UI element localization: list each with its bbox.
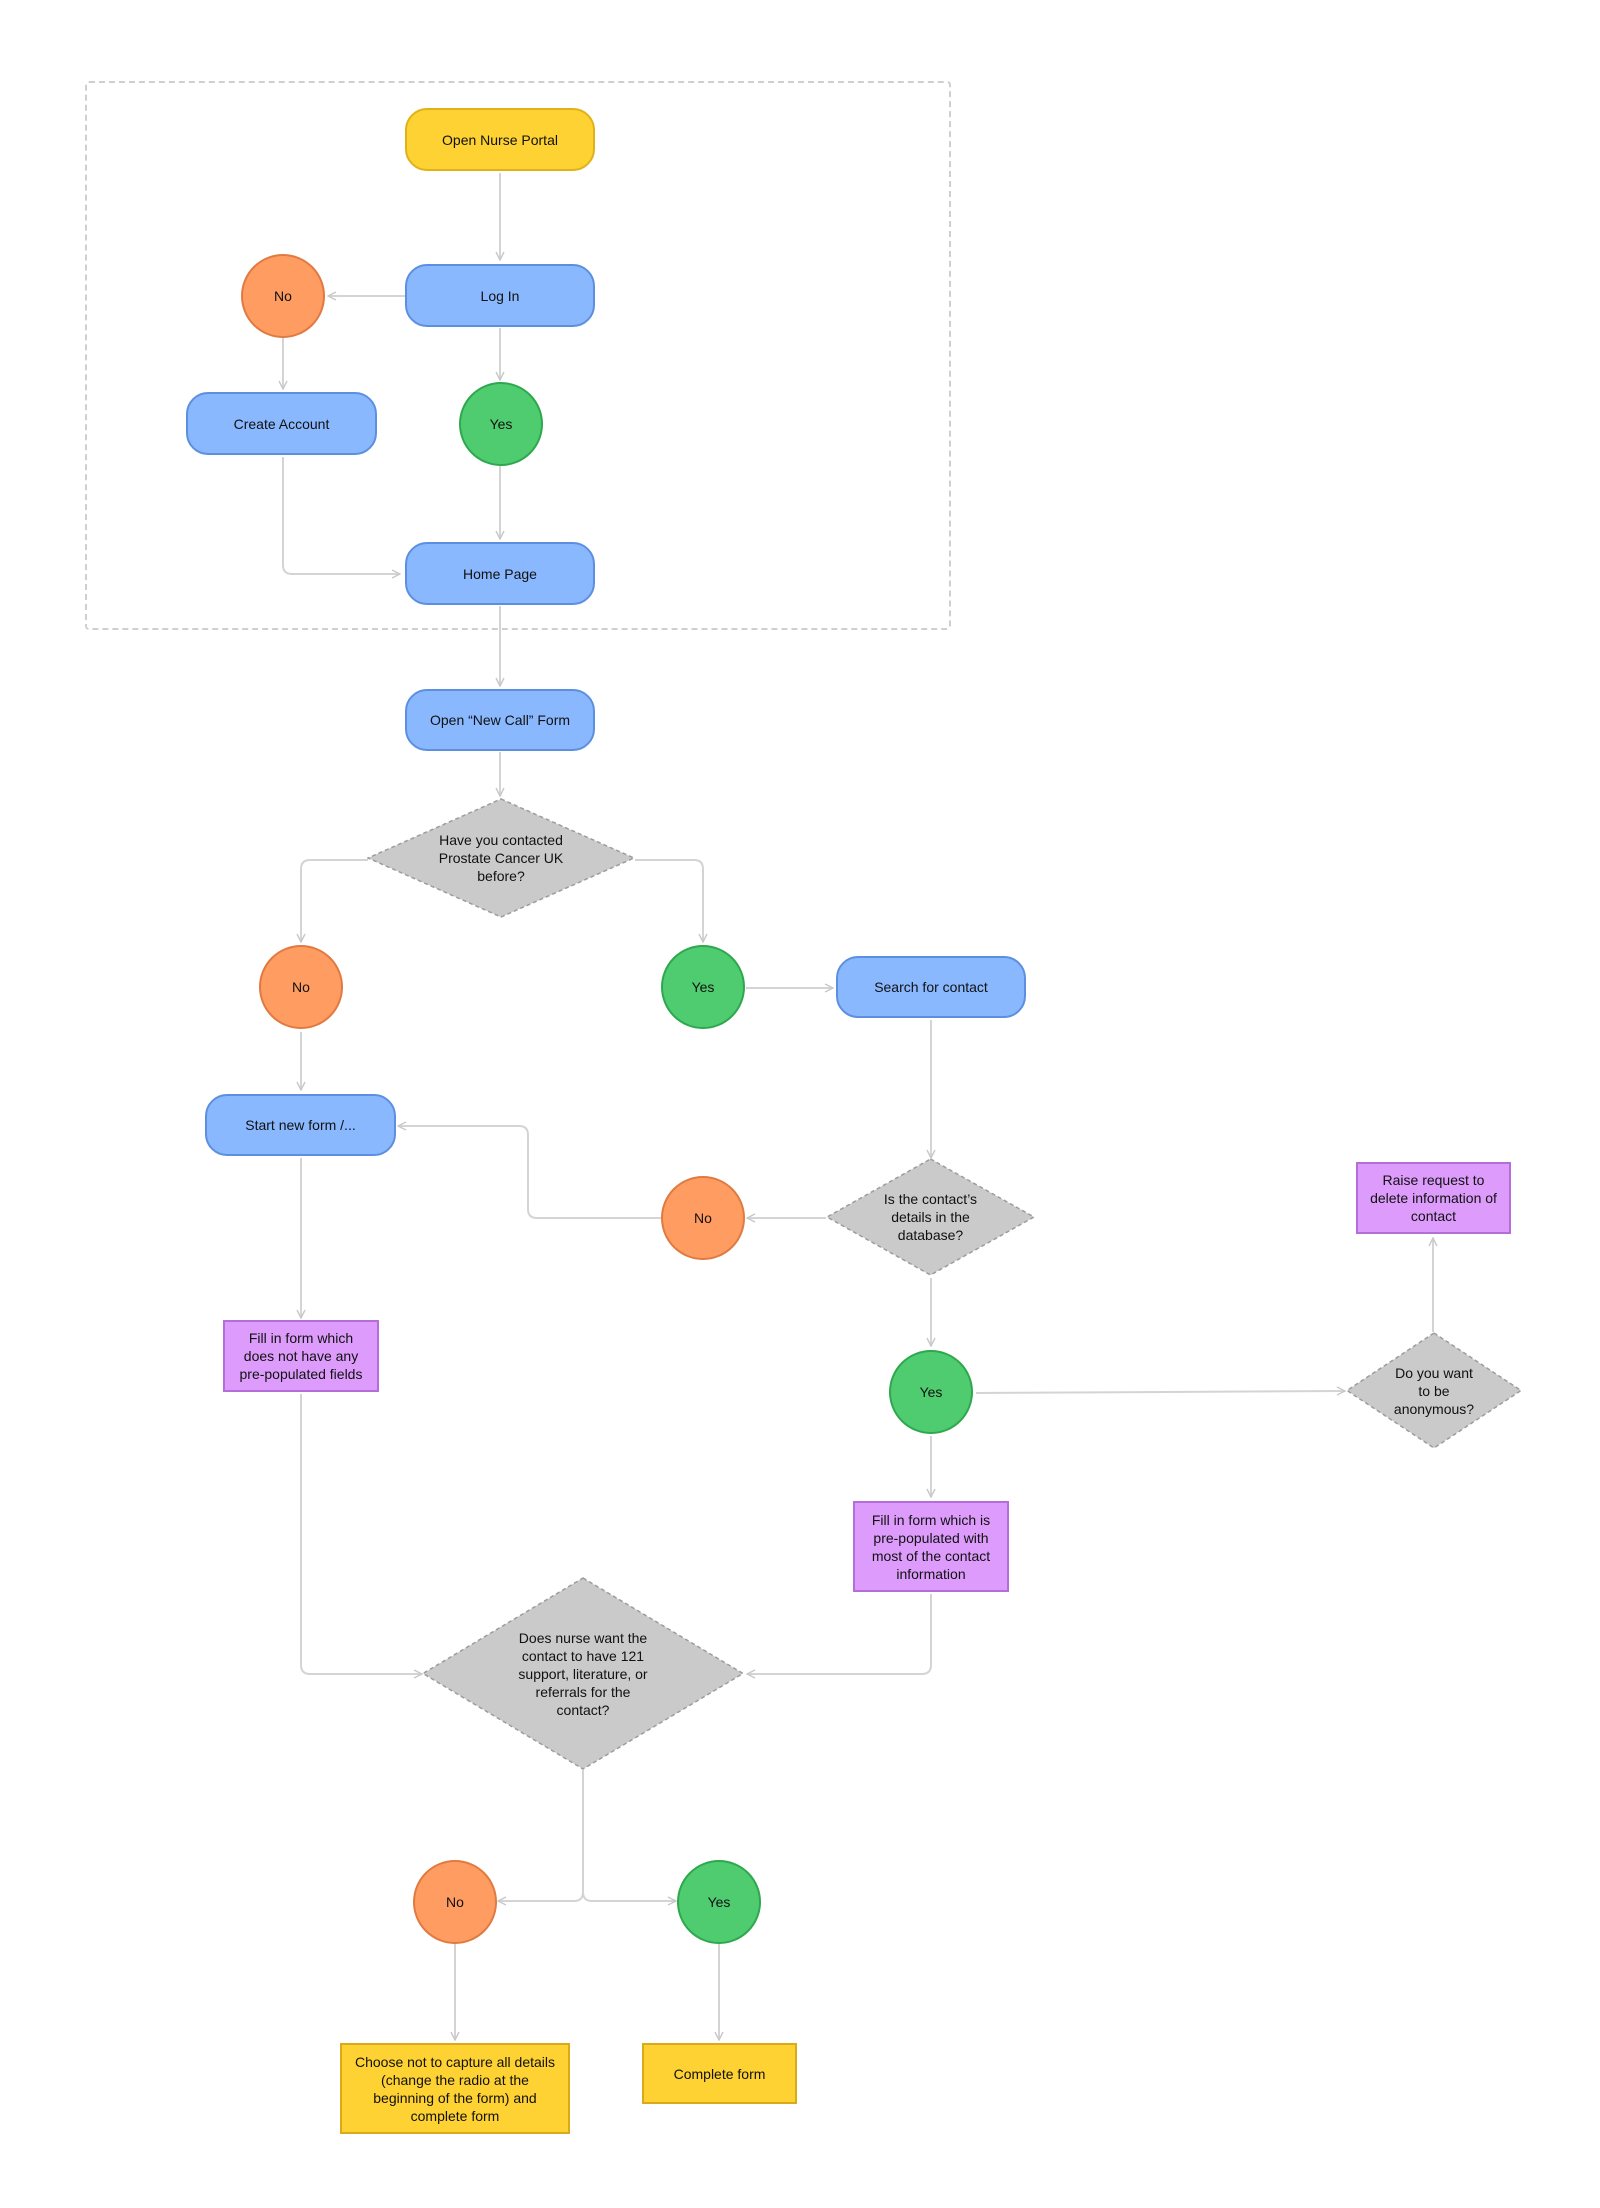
contacted-yes-node[interactable]: Yes xyxy=(661,945,745,1029)
create-account-label: Create Account xyxy=(233,415,330,432)
start-new-form-node[interactable]: Start new form /... xyxy=(205,1094,396,1156)
fill-prepopulated-form-label: Fill in form which is pre-populated with… xyxy=(871,1511,991,1582)
complete-form-node[interactable]: Complete form xyxy=(642,2043,797,2104)
home-page-label: Home Page xyxy=(463,565,537,582)
support-decision[interactable]: Does nurse want the contact to have 121 … xyxy=(422,1577,744,1770)
search-for-contact-label: Search for contact xyxy=(874,979,988,995)
edge-fill-support xyxy=(300,1394,422,1674)
choose-not-capture-node[interactable]: Choose not to capture all details (chang… xyxy=(340,2043,570,2134)
database-no-label: No xyxy=(694,1210,712,1226)
search-for-contact-node[interactable]: Search for contact xyxy=(836,956,1026,1018)
login-yes-label: Yes xyxy=(489,416,513,432)
open-nurse-portal-label: Open Nurse Portal xyxy=(442,131,558,148)
contacted-before-decision[interactable]: Have you contacted Prostate Cancer UK be… xyxy=(367,798,635,918)
open-nurse-portal-node[interactable]: Open Nurse Portal xyxy=(405,108,595,171)
database-yes-node[interactable]: Yes xyxy=(889,1350,973,1434)
login-yes-node[interactable]: Yes xyxy=(459,382,543,466)
create-account-node[interactable]: Create Account xyxy=(186,392,377,455)
login-no-label: No xyxy=(274,288,292,304)
fill-empty-form-node[interactable]: Fill in form which does not have any pre… xyxy=(223,1320,379,1392)
edge-support-yes xyxy=(582,1770,676,1901)
edge-no-startform-loop xyxy=(398,1126,662,1219)
log-in-node[interactable]: Log In xyxy=(405,264,595,327)
edge-support-no xyxy=(498,1770,584,1901)
edge-yes-anonymous xyxy=(975,1391,1345,1393)
anonymous-diamond-shape xyxy=(1346,1332,1522,1449)
raise-request-label: Raise request to delete information of c… xyxy=(1370,1172,1497,1224)
support-yes-node[interactable]: Yes xyxy=(677,1860,761,1944)
support-diamond-shape xyxy=(422,1577,744,1770)
start-new-form-label: Start new form /... xyxy=(245,1117,356,1133)
anonymous-decision[interactable]: Do you want to be anonymous? xyxy=(1346,1332,1522,1449)
edge-question-yes xyxy=(635,859,703,942)
home-page-node[interactable]: Home Page xyxy=(405,542,595,605)
contacted-before-diamond-shape xyxy=(367,798,635,918)
edge-question-no xyxy=(301,859,368,942)
contacted-no-node[interactable]: No xyxy=(259,945,343,1029)
log-in-label: Log In xyxy=(480,287,520,304)
database-yes-label: Yes xyxy=(919,1384,943,1400)
choose-not-capture-label: Choose not to capture all details (chang… xyxy=(354,2053,555,2124)
support-label: Does nurse want the contact to have 121 … xyxy=(518,1629,648,1718)
edge-prepopulated-support xyxy=(747,1594,932,1674)
contacted-no-label: No xyxy=(292,979,310,995)
support-no-label: No xyxy=(446,1894,464,1910)
in-database-decision[interactable]: Is the contact’s details in the database… xyxy=(826,1158,1035,1276)
fill-prepopulated-form-node[interactable]: Fill in form which is pre-populated with… xyxy=(853,1501,1009,1592)
database-no-node[interactable]: No xyxy=(661,1176,745,1260)
contacted-yes-label: Yes xyxy=(691,979,715,995)
portal-access-group xyxy=(85,81,951,630)
new-call-form-node[interactable]: Open “New Call” Form xyxy=(405,689,595,751)
support-yes-label: Yes xyxy=(707,1894,731,1910)
raise-request-node[interactable]: Raise request to delete information of c… xyxy=(1356,1162,1511,1234)
in-database-diamond-shape xyxy=(826,1158,1035,1276)
edge-create-home xyxy=(282,457,400,574)
complete-form-label: Complete form xyxy=(673,2065,766,2082)
fill-empty-form-label: Fill in form which does not have any pre… xyxy=(239,1330,363,1382)
anonymous-label: Do you want to be anonymous? xyxy=(1393,1364,1475,1417)
in-database-label: Is the contact’s details in the database… xyxy=(883,1191,978,1243)
support-no-node[interactable]: No xyxy=(413,1860,497,1944)
contacted-before-label: Have you contacted Prostate Cancer UK be… xyxy=(438,832,564,884)
new-call-form-label: Open “New Call” Form xyxy=(429,712,571,728)
login-no-node[interactable]: No xyxy=(241,254,325,338)
